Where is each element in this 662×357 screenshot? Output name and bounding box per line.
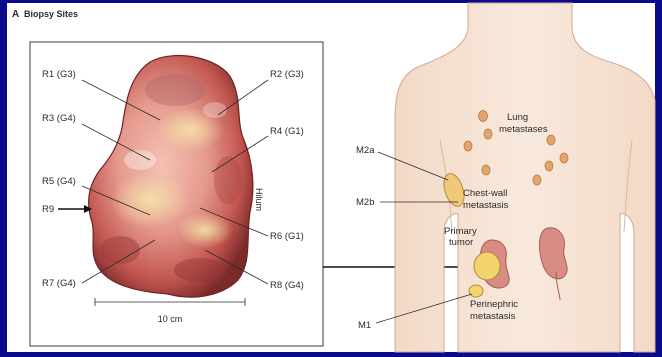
figure-title-letter: A	[12, 9, 19, 20]
label-r1: R1 (G3)	[42, 69, 76, 80]
label-r3: R3 (G4)	[42, 113, 76, 124]
label-r9: R9	[42, 204, 54, 215]
m1-label: M1	[358, 320, 371, 331]
chest-wall-label-line1: Chest-wall	[463, 188, 507, 199]
lung-label-line1: Lung	[507, 112, 528, 123]
label-r4: R4 (G1)	[270, 126, 304, 137]
label-r7: R7 (G4)	[42, 278, 76, 289]
label-r5: R5 (G4)	[42, 176, 76, 187]
figure-title: Biopsy Sites	[24, 9, 78, 19]
primary-tumor	[474, 252, 500, 280]
perinephric-label-line1: Perinephric	[470, 299, 518, 310]
m2a-label: M2a	[356, 145, 375, 156]
perinephric-metastasis	[469, 285, 483, 297]
primary-label-line2: tumor	[449, 237, 473, 248]
hilum-label: Hilum	[254, 188, 264, 211]
perinephric-label: Perinephric metastasis	[470, 299, 521, 322]
label-r8: R8 (G4)	[270, 280, 304, 291]
chest-wall-label: Chest-wall metastasis	[463, 188, 510, 211]
lung-label-line2: metastases	[499, 124, 548, 135]
chest-wall-label-line2: metastasis	[463, 200, 509, 211]
scale-label: 10 cm	[158, 314, 183, 324]
perinephric-label-line2: metastasis	[470, 311, 516, 322]
label-r2: R2 (G3)	[270, 69, 304, 80]
m2b-label: M2b	[356, 197, 374, 208]
label-r6: R6 (G1)	[270, 231, 304, 242]
primary-label-line1: Primary	[444, 226, 477, 237]
